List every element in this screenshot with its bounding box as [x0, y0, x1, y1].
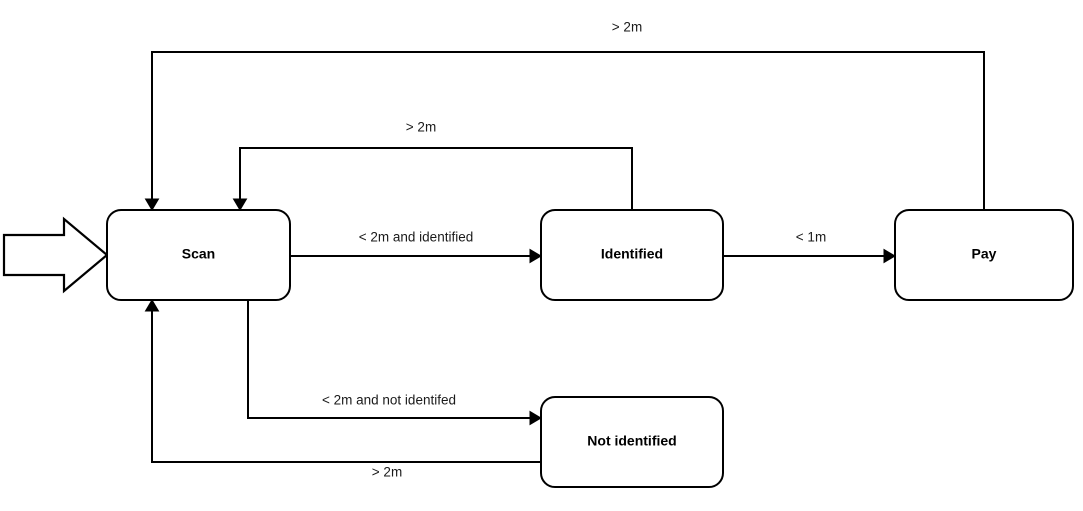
node-pay[interactable]: Pay: [894, 209, 1074, 301]
node-shape-scan[interactable]: [106, 209, 291, 301]
edge-label-pay-to-scan-timeout: > 2m: [612, 20, 642, 35]
arrowhead-icon-pay-to-scan-timeout: [144, 198, 160, 211]
node-identified[interactable]: Identified: [540, 209, 724, 301]
edge-not-identified-to-scan: [144, 299, 541, 463]
edge-line-scan-to-not-identified: [247, 300, 533, 419]
edge-scan-to-not-identified: [247, 300, 542, 426]
node-scan[interactable]: Scan: [106, 209, 291, 301]
node-label-not_identified: Not identified: [587, 433, 676, 449]
arrowhead-icon-identified-to-scan-timeout: [232, 198, 248, 211]
node-label-identified: Identified: [601, 246, 663, 262]
arrowhead-icon-not-identified-to-scan: [144, 299, 160, 312]
node-not_identified[interactable]: Not identified: [540, 396, 724, 488]
edge-line-identified-to-scan-timeout: [239, 147, 633, 210]
node-shape-not_identified[interactable]: [540, 396, 724, 488]
arrowhead-icon-scan-to-not-identified: [529, 410, 542, 426]
edge-label-not-identified-to-scan: > 2m: [372, 465, 402, 480]
node-shape-identified[interactable]: [540, 209, 724, 301]
node-label-scan: Scan: [182, 246, 215, 262]
edge-pay-to-scan-timeout: [144, 51, 985, 211]
edge-line-not-identified-to-scan: [151, 308, 541, 463]
arrowhead-icon-scan-to-identified: [529, 248, 542, 264]
node-label-pay: Pay: [972, 246, 997, 262]
edge-label-identified-to-pay: < 1m: [796, 230, 826, 245]
edge-label-identified-to-scan-timeout: > 2m: [406, 120, 436, 135]
arrowhead-icon-identified-to-pay: [883, 248, 896, 264]
start-arrow-icon: [2, 216, 109, 294]
edges-layer: [144, 51, 985, 463]
edge-line-pay-to-scan-timeout: [151, 51, 985, 210]
node-shape-pay[interactable]: [894, 209, 1074, 301]
edge-identified-to-pay: [723, 248, 896, 264]
edge-identified-to-scan-timeout: [232, 147, 633, 211]
edge-labels-layer: < 2m and identified < 1m > 2m > 2m < 2m and …: [322, 20, 826, 480]
edge-label-scan-to-not-identified: < 2m and not identifed: [322, 393, 456, 408]
edge-scan-to-identified: [290, 248, 542, 264]
edge-label-scan-to-identified: < 2m and identified: [359, 230, 473, 245]
